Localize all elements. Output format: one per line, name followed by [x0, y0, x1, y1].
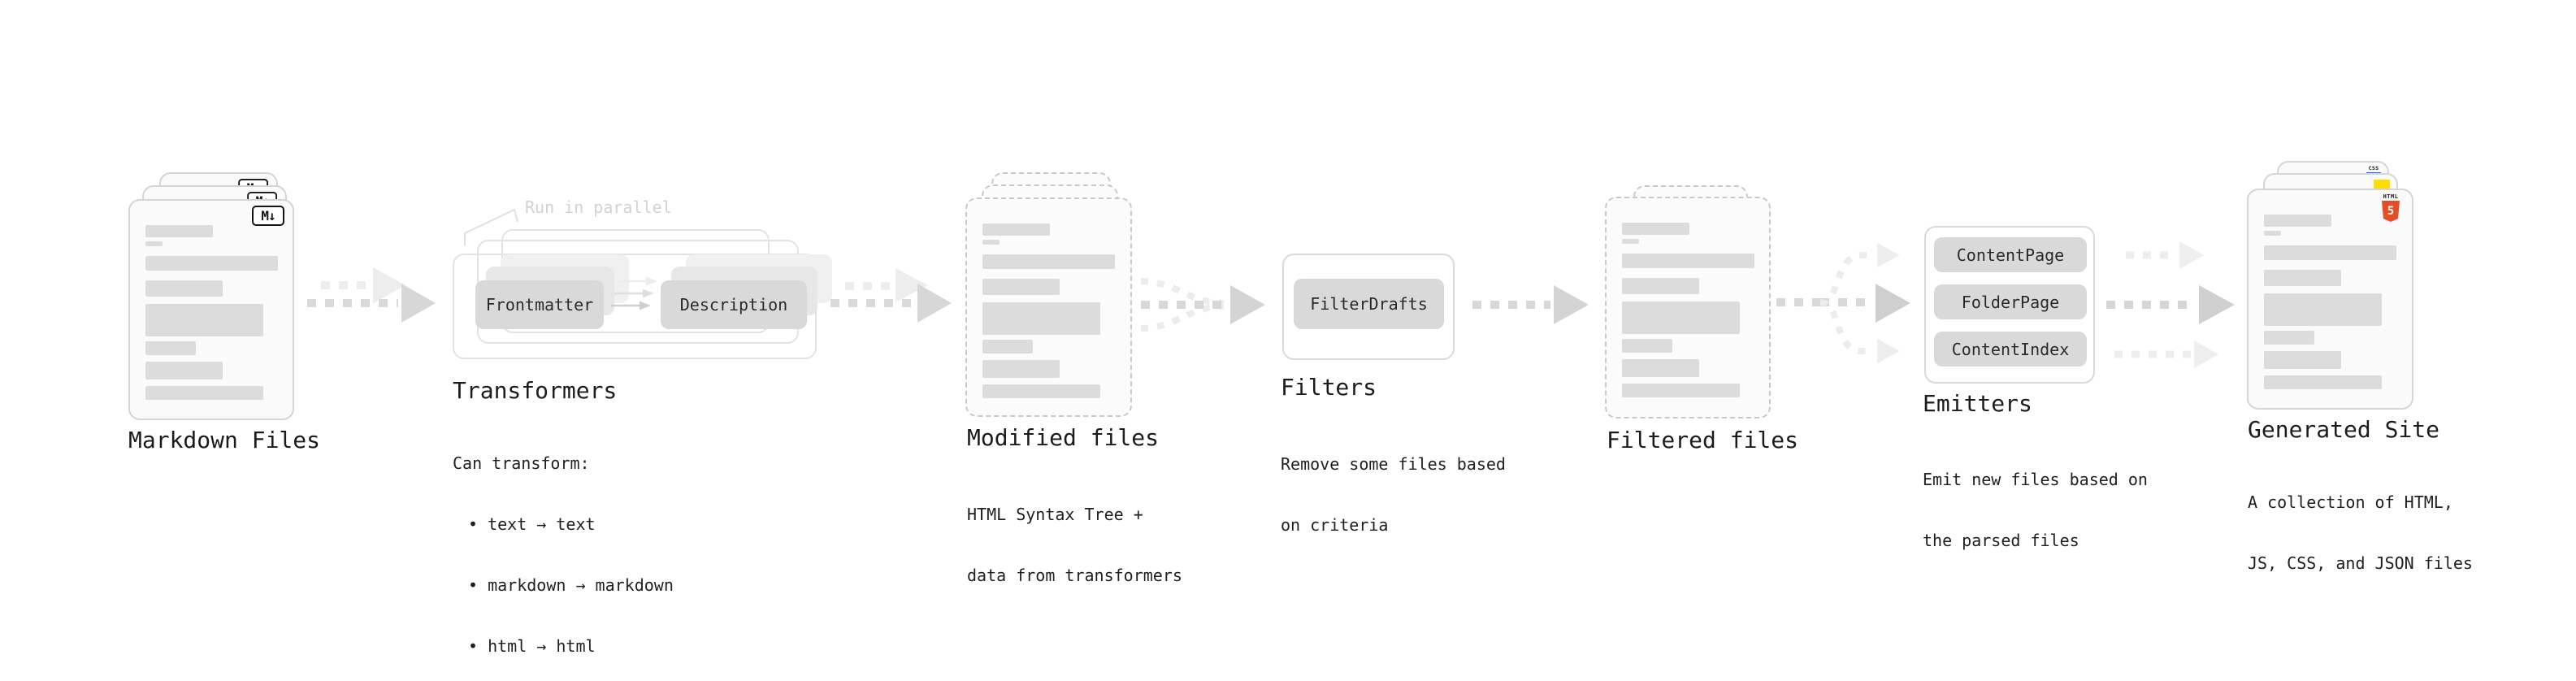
desc-line: Emit new files based on — [1923, 470, 2148, 489]
placeholder-line — [1622, 359, 1699, 377]
placeholder-line — [145, 304, 263, 336]
placeholder-line — [145, 362, 223, 380]
emitter-node-contentindex: ContentIndex — [1934, 332, 2087, 367]
desc-line: HTML Syntax Tree + — [967, 505, 1143, 524]
arrow-filtered-to-emitters — [1776, 243, 1910, 363]
placeholder-line — [1622, 384, 1740, 397]
placeholder-line — [145, 225, 213, 237]
desc-line: the parsed files — [1923, 531, 2079, 550]
stage-label-modified-files: Modified files — [967, 424, 1160, 451]
html5-icon: HTML 5 — [2380, 193, 2401, 222]
placeholder-line — [1622, 254, 1754, 268]
stage-label-markdown-files: Markdown Files — [128, 427, 321, 453]
markdown-icon: M↓ — [252, 206, 284, 226]
emitters-description: Emit new files based on the parsed files — [1923, 429, 2148, 592]
stage-label-filtered-files: Filtered files — [1607, 427, 1799, 453]
arrow-emitters-to-site — [2106, 241, 2235, 368]
css-icon-word: CSS — [2368, 165, 2379, 171]
placeholder-line — [2264, 351, 2341, 369]
transformer-node-frontmatter: Frontmatter — [475, 280, 604, 329]
stage-label-transformers: Transformers — [453, 377, 618, 404]
filters-description: Remove some files based on criteria — [1281, 414, 1506, 576]
placeholder-line — [1622, 223, 1689, 235]
placeholder-line — [2264, 375, 2382, 389]
desc-line: • markdown → markdown — [468, 575, 674, 595]
filtered-file-card — [1605, 197, 1771, 419]
desc-line: Remove some files based — [1281, 454, 1506, 474]
run-in-parallel-note: Run in parallel — [525, 197, 672, 217]
desc-line: Can transform: — [453, 453, 590, 473]
placeholder-line — [982, 302, 1100, 335]
generated-site-description: A collection of HTML, JS, CSS, and JSON … — [2248, 452, 2473, 614]
placeholder-line — [982, 279, 1060, 295]
transformers-description: Can transform: • text → text • markdown … — [453, 413, 674, 681]
stage-label-emitters: Emitters — [1923, 390, 2032, 417]
transformer-node-description: Description — [661, 280, 807, 329]
placeholder-line — [982, 223, 1050, 236]
desc-line: JS, CSS, and JSON files — [2248, 553, 2473, 573]
desc-line: • html → html — [468, 636, 596, 656]
emitter-node-contentpage: ContentPage — [1934, 237, 2087, 272]
placeholder-line — [982, 254, 1115, 269]
desc-line: A collection of HTML, — [2248, 492, 2453, 512]
placeholder-line — [982, 384, 1100, 398]
placeholder-line — [145, 241, 163, 246]
placeholder-line — [2264, 215, 2331, 227]
site-file-card: HTML 5 — [2247, 189, 2413, 410]
placeholder-line — [2264, 293, 2382, 326]
placeholder-line — [2264, 245, 2396, 260]
placeholder-line — [2264, 231, 2281, 236]
javascript-icon — [2374, 180, 2390, 189]
arrow-markdown-to-transformers — [307, 267, 436, 323]
placeholder-line — [145, 256, 278, 271]
desc-line: • text → text — [468, 514, 596, 534]
placeholder-line — [2264, 270, 2341, 286]
placeholder-line — [982, 240, 1000, 245]
placeholder-line — [1622, 301, 1740, 334]
markdown-file-card: M↓ — [128, 199, 294, 420]
placeholder-line — [1622, 339, 1672, 353]
html5-icon-number: 5 — [2387, 205, 2395, 218]
stage-label-generated-site: Generated Site — [2248, 416, 2440, 443]
arrow-transformers-to-modified — [830, 268, 952, 323]
emitter-node-folderpage: FolderPage — [1934, 284, 2087, 319]
placeholder-line — [1622, 239, 1639, 244]
placeholder-line — [1622, 278, 1699, 294]
desc-line: data from transformers — [967, 566, 1182, 585]
html5-icon-shield: 5 — [2382, 201, 2400, 222]
modified-files-description: HTML Syntax Tree + data from transformer… — [967, 464, 1182, 627]
placeholder-line — [2264, 331, 2314, 345]
desc-line: on criteria — [1281, 515, 1389, 535]
modified-file-card — [965, 197, 1132, 417]
placeholder-line — [145, 341, 196, 355]
filter-node-filterdrafts: FilterDrafts — [1294, 279, 1444, 329]
stage-label-filters: Filters — [1281, 374, 1377, 401]
placeholder-line — [982, 360, 1060, 378]
arrow-filters-to-filtered — [1472, 285, 1589, 324]
placeholder-line — [145, 386, 263, 400]
placeholder-line — [982, 340, 1033, 354]
arrow-modified-to-filters — [1140, 278, 1265, 332]
placeholder-line — [145, 280, 223, 297]
html5-icon-word: HTML — [2383, 193, 2399, 200]
